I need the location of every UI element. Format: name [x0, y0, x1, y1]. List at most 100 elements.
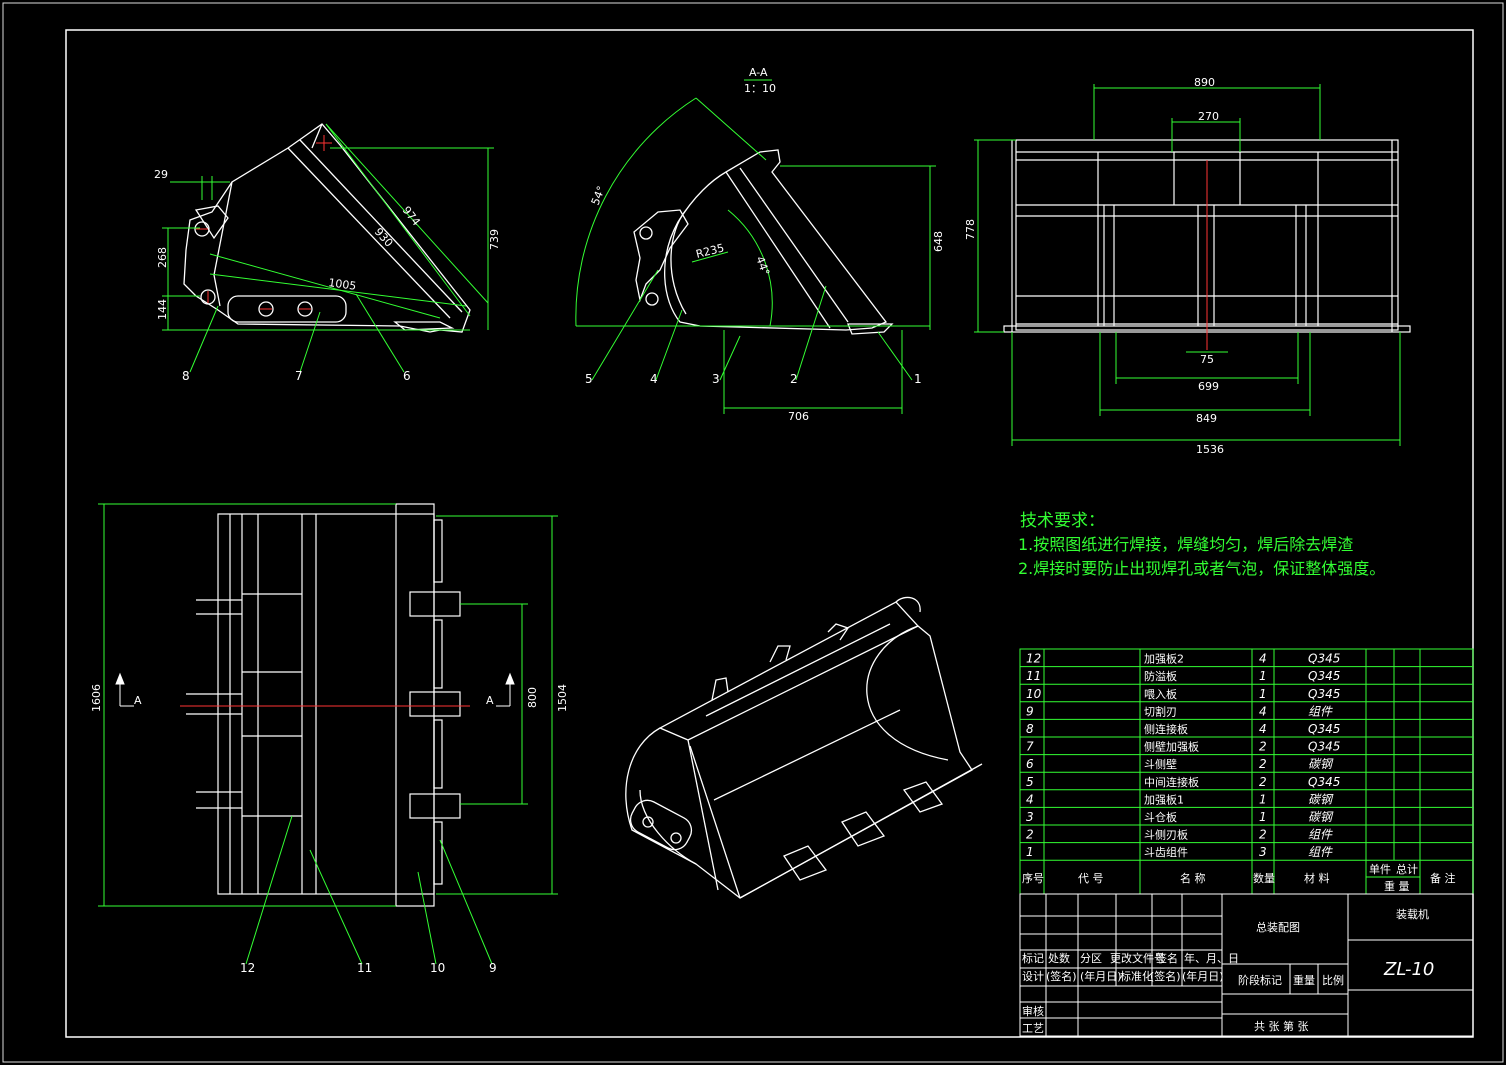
requirements-line-1: 1.按照图纸进行焊接，焊缝均匀，焊后除去焊渣 [1018, 535, 1353, 554]
callout-10: 10 [430, 961, 445, 975]
title-standard: 标准化 [1120, 969, 1153, 983]
dim-1005: 1005 [328, 276, 358, 293]
title-ratio: 比例 [1322, 973, 1344, 987]
title-product: 装载机 [1396, 907, 1429, 921]
rear-view [1003, 139, 1411, 333]
title-design: 设计 [1022, 970, 1044, 983]
parts-header-mat: 材 料 [1304, 871, 1330, 885]
dim-890: 890 [1194, 76, 1215, 89]
dim-739: 739 [488, 229, 501, 250]
part-name: 中间连接板 [1144, 775, 1199, 789]
dim-29: 29 [154, 168, 168, 181]
part-material: 组件 [1308, 845, 1333, 859]
parts-header-total: 总计 [1396, 862, 1418, 876]
callout-12: 12 [240, 961, 255, 975]
top-view-dims [98, 503, 558, 907]
dim-1536: 1536 [1196, 443, 1224, 456]
part-qty: 1 [1259, 687, 1267, 701]
drawing-frame [65, 29, 1474, 1038]
part-name: 斗齿组件 [1144, 845, 1188, 859]
parts-header-unit: 单件 [1369, 863, 1391, 876]
part-name: 斗侧刃板 [1144, 828, 1188, 842]
parts-header-qty: 数量 [1253, 872, 1275, 885]
title-stage: 阶段标记 [1238, 973, 1282, 987]
isometric-view [625, 596, 983, 899]
part-no: 1 [1026, 845, 1034, 859]
part-qty: 3 [1259, 845, 1267, 859]
dim-699: 699 [1198, 380, 1219, 393]
part-no: 5 [1026, 775, 1034, 789]
part-material: Q345 [1308, 740, 1340, 754]
callout-8: 8 [182, 369, 190, 383]
dim-44deg: 44° [753, 255, 772, 278]
part-qty: 1 [1259, 792, 1267, 806]
top-view [186, 503, 461, 907]
part-material: 碳钢 [1308, 792, 1334, 806]
dim-800: 800 [526, 687, 539, 708]
top-view-section-arrows [115, 672, 515, 707]
dim-54deg: 54° [589, 184, 608, 207]
rear-view-dims [974, 84, 1401, 446]
part-qty: 2 [1259, 828, 1267, 842]
parts-header-no: 序号 [1022, 871, 1044, 885]
section-view [633, 149, 894, 335]
part-material: Q345 [1308, 775, 1340, 789]
side-view-dims [162, 123, 494, 331]
part-no: 3 [1026, 810, 1034, 824]
part-qty: 2 [1259, 740, 1267, 754]
callout-5: 5 [585, 372, 593, 386]
title-count: 处数 [1048, 952, 1070, 965]
part-no: 7 [1026, 740, 1034, 754]
part-material: 组件 [1308, 828, 1333, 842]
part-material: Q345 [1308, 669, 1340, 683]
callout-6: 6 [403, 369, 411, 383]
section-mark-right: A [486, 694, 494, 707]
parts-list-grid [1019, 648, 1474, 895]
part-no: 11 [1026, 669, 1041, 683]
dim-270: 270 [1198, 110, 1219, 123]
part-material: 组件 [1308, 704, 1333, 718]
callout-1: 1 [914, 372, 922, 386]
section-name: A-A [749, 66, 768, 79]
part-material: Q345 [1308, 722, 1340, 736]
part-qty: 1 [1259, 810, 1267, 824]
dim-r235: R235 [695, 241, 726, 261]
dim-706: 706 [788, 410, 809, 423]
section-scale: 1：10 [744, 82, 776, 95]
part-no: 4 [1026, 792, 1034, 806]
dim-849: 849 [1196, 412, 1217, 425]
dim-144: 144 [156, 299, 169, 320]
title-date: 年、月、日 [1184, 951, 1239, 965]
part-name: 加强板1 [1144, 792, 1184, 806]
part-material: Q345 [1308, 687, 1340, 701]
callout-7: 7 [295, 369, 303, 383]
part-no: 10 [1026, 687, 1042, 701]
part-material: 碳钢 [1308, 757, 1334, 771]
part-qty: 4 [1259, 652, 1267, 666]
part-name: 喂入板 [1144, 687, 1177, 701]
title-drawing-name: 总装配图 [1256, 920, 1300, 934]
side-view-leaders [189, 293, 405, 373]
part-name: 斗仓板 [1144, 810, 1177, 824]
section-view-leaders [591, 269, 913, 381]
title-drawing-no: ZL-10 [1383, 959, 1434, 980]
dim-1606: 1606 [90, 684, 103, 712]
title-process: 工艺 [1022, 1022, 1044, 1035]
part-no: 6 [1026, 757, 1034, 771]
requirements-line-2: 2.焊接时要防止出现焊孔或者气泡，保证整体强度。 [1018, 559, 1385, 578]
dim-778: 778 [964, 219, 977, 240]
requirements-title: 技术要求： [1020, 511, 1105, 531]
part-qty: 1 [1259, 669, 1267, 683]
part-qty: 2 [1259, 757, 1267, 771]
dim-1504: 1504 [556, 684, 569, 712]
part-name: 斗侧壁 [1144, 757, 1177, 771]
title-review: 审核 [1022, 1004, 1044, 1018]
part-no: 8 [1026, 722, 1034, 736]
side-view-center-marks [196, 135, 332, 310]
callout-11: 11 [357, 961, 372, 975]
dim-648: 648 [932, 231, 945, 252]
title-design-date: (年月日) [1080, 969, 1122, 983]
title-standard-sign: (签名) [1150, 969, 1181, 983]
title-design-sign: (签名) [1046, 969, 1077, 983]
